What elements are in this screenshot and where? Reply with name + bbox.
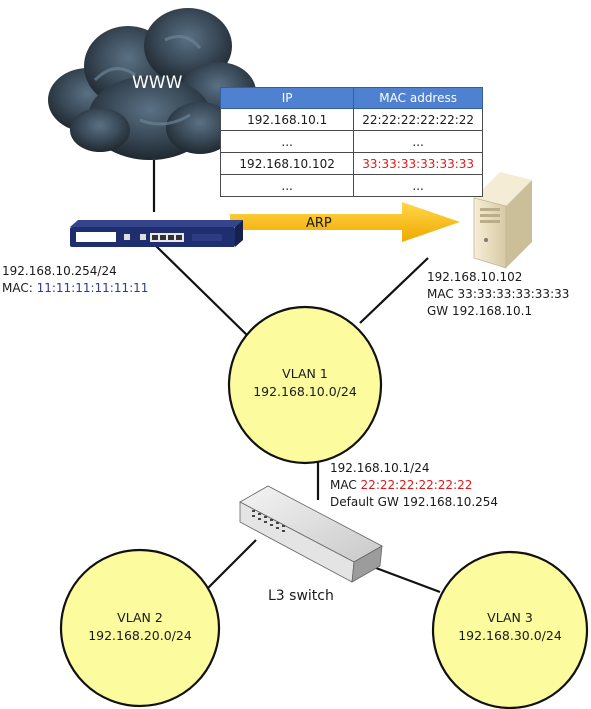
switch-gw: Default GW 192.168.10.254 — [330, 495, 498, 509]
vlan1-subnet: 192.168.10.0/24 — [253, 384, 357, 399]
switch-vlan2-link — [207, 539, 257, 589]
vlan1-circle — [227, 305, 383, 465]
switch-vlan3-link — [367, 563, 441, 594]
cell-mac: 22:22:22:22:22:22 — [353, 108, 483, 131]
arp-table: IP MAC address 192.168.10.1 22:22:22:22:… — [219, 87, 483, 197]
vlan3-subnet: 192.168.30.0/24 — [458, 628, 562, 643]
arp-label: ARP — [306, 216, 332, 231]
server-icon — [473, 172, 532, 269]
switch-mac: MAC 22:22:22:22:22:22 — [330, 478, 472, 492]
switch-ip: 192.168.10.1/24 — [330, 461, 429, 475]
cell-ip: ... — [219, 130, 355, 153]
l3-switch-icon — [239, 485, 383, 583]
firewall-icon — [70, 220, 243, 247]
cell-ip: 192.168.10.102 — [219, 152, 355, 175]
server-ip: 192.168.10.102 — [427, 270, 522, 284]
cell-ip: 192.168.10.1 — [219, 108, 355, 131]
vlan3-name: VLAN 3 — [487, 610, 533, 625]
vlan3-circle — [431, 550, 589, 709]
column-header-ip: IP — [219, 87, 355, 109]
firewall-vlan1-link — [154, 244, 251, 339]
switch-mac-value: 22:22:22:22:22:22 — [361, 478, 473, 492]
cell-mac: 33:33:33:33:33:33 — [353, 152, 483, 175]
cell-mac: ... — [353, 174, 483, 197]
firewall-mac-value: 11:11:11:11:11:11 — [37, 281, 149, 295]
server-gw: GW 192.168.10.1 — [427, 304, 532, 318]
links — [152, 160, 441, 594]
vlan2-subnet: 192.168.20.0/24 — [88, 628, 192, 643]
cell-mac: ... — [353, 130, 483, 153]
server-mac: MAC 33:33:33:33:33:33 — [427, 287, 569, 301]
column-header-mac: MAC address — [353, 87, 483, 109]
vlan2-name: VLAN 2 — [117, 610, 163, 625]
table-row: ... ... — [219, 174, 483, 197]
firewall-ip: 192.168.10.254/24 — [2, 264, 117, 278]
vlan2-circle — [59, 548, 221, 708]
firewall-mac: MAC: 11:11:11:11:11:11 — [2, 281, 148, 295]
vlan1-name: VLAN 1 — [282, 366, 328, 381]
table-row: 192.168.10.102 33:33:33:33:33:33 — [219, 152, 483, 175]
firewall-mac-prefix: MAC: — [2, 281, 37, 295]
switch-mac-prefix: MAC — [330, 478, 361, 492]
table-row: 192.168.10.1 22:22:22:22:22:22 — [219, 108, 483, 131]
cell-ip: ... — [219, 174, 355, 197]
table-row: ... ... — [219, 130, 483, 153]
switch-label: L3 switch — [268, 588, 334, 604]
arp-arrow — [230, 202, 460, 242]
server-vlan1-link — [359, 257, 429, 324]
cloud-label: WWW — [132, 73, 183, 93]
arp-table-header: IP MAC address — [219, 87, 483, 109]
